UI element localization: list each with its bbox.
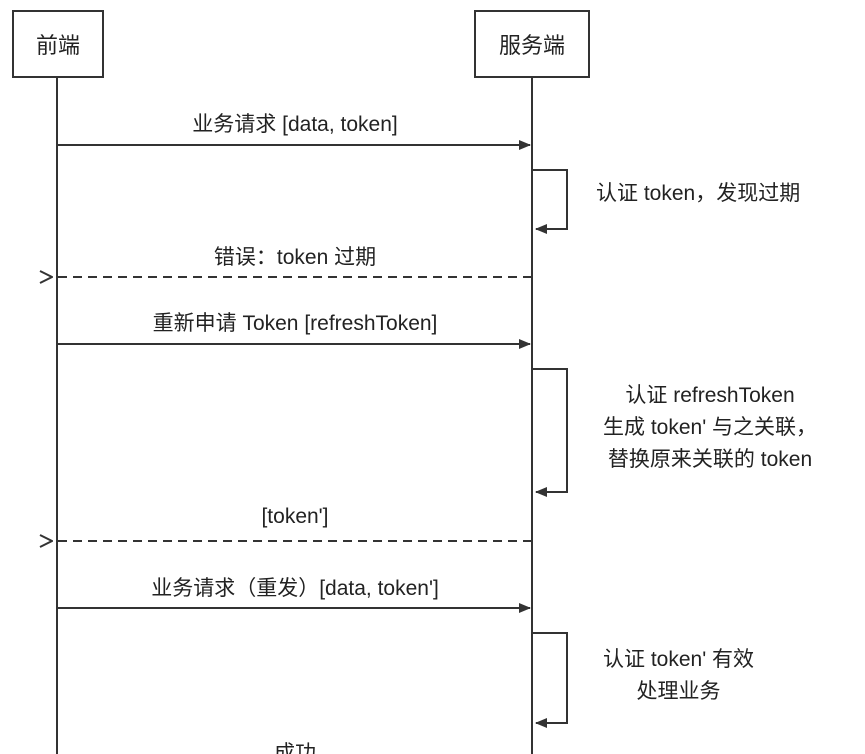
participant-client-label: 前端 xyxy=(35,33,80,58)
self-loop-1 xyxy=(532,169,568,234)
participant-client: 前端 xyxy=(12,10,104,78)
self-note-2-line-3: 替换原来关联的 token xyxy=(607,448,813,471)
self-note-3: 认证 token' 有效 处理业务 xyxy=(603,644,754,708)
message-label-1: 业务请求 [data, token] xyxy=(192,113,398,136)
self-note-1-line-1: 认证 token，发现过期 xyxy=(596,182,801,205)
message-label-6: 成功 xyxy=(274,742,316,754)
self-loop-2 xyxy=(532,368,568,497)
participant-server: 服务端 xyxy=(474,10,590,78)
self-note-1: 认证 token，发现过期 xyxy=(596,178,800,210)
self-note-3-line-2: 处理业务 xyxy=(636,680,721,703)
self-loop-3 xyxy=(532,632,568,728)
message-label-4: [token'] xyxy=(261,505,329,528)
self-note-3-line-1: 认证 token' 有效 xyxy=(603,648,755,671)
self-note-2-line-1: 认证 refreshToken xyxy=(625,384,795,407)
self-note-2: 认证 refreshToken 生成 token' 与之关联， 替换原来关联的 … xyxy=(603,380,817,476)
message-label-2: 错误：token 过期 xyxy=(213,246,377,269)
message-label-5: 业务请求（重发）[data, token'] xyxy=(151,577,439,600)
self-note-2-line-2: 生成 token' 与之关联， xyxy=(603,416,818,439)
message-label-3: 重新申请 Token [refreshToken] xyxy=(152,312,438,335)
participant-server-label: 服务端 xyxy=(498,33,565,58)
